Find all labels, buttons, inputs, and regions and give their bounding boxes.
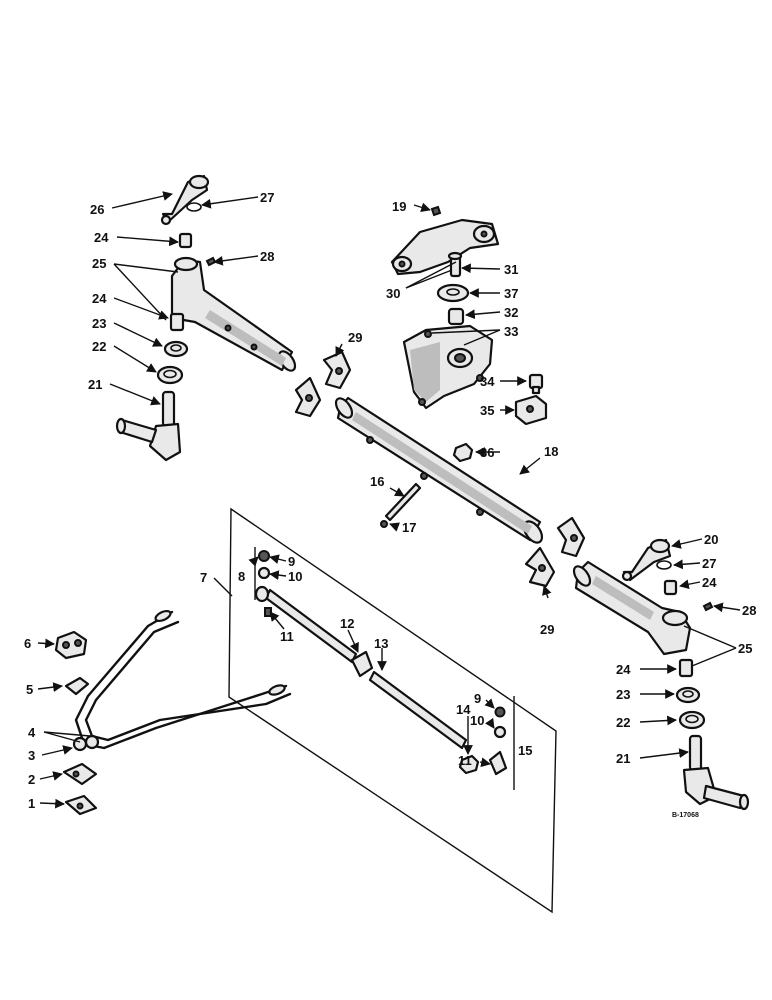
- clamp-12: [350, 650, 374, 678]
- clamp-block-35: [514, 394, 548, 426]
- callout-17: 17: [402, 520, 416, 535]
- callout-13: 13: [374, 636, 388, 651]
- callout-27-right: 27: [702, 556, 716, 571]
- left-steering-arm: [160, 174, 210, 226]
- callout-29-lower: 29: [540, 622, 554, 637]
- snap-ring-right: [656, 560, 672, 570]
- callout-11-right: 11: [458, 753, 472, 768]
- callout-20: 20: [704, 532, 718, 547]
- callout-31: 31: [504, 262, 518, 277]
- callout-labels: 26 27 24 28 25 24 23 22 21 29 19 31 30 3…: [24, 190, 756, 819]
- callout-34: 34: [480, 374, 495, 389]
- seal-left: [156, 365, 184, 385]
- callout-10-right: 10: [470, 713, 484, 728]
- right-steering-arm: [621, 538, 672, 582]
- callout-22-right: 22: [616, 715, 630, 730]
- callout-25-right: 25: [738, 641, 752, 656]
- axle-clamp-lower-left: [294, 376, 322, 418]
- bushing-upper-right: [663, 579, 678, 596]
- pin-16: [384, 482, 422, 522]
- callout-27-left: 27: [260, 190, 274, 205]
- snap-ring-left: [186, 202, 202, 212]
- center-bolster: [402, 324, 494, 410]
- washer-37: [436, 283, 470, 303]
- callout-29-upper: 29: [348, 330, 362, 345]
- bolt-34: [528, 373, 544, 395]
- seal-right: [678, 710, 706, 730]
- callout-7: 7: [200, 570, 207, 585]
- clamp-2: [62, 762, 98, 786]
- nut-36: [452, 442, 474, 463]
- callout-30: 30: [386, 286, 400, 301]
- callout-15: 15: [518, 743, 532, 758]
- left-axle-extension: [170, 256, 297, 372]
- bushing-lower-left: [169, 312, 185, 332]
- callout-25-left: 25: [92, 256, 106, 271]
- callout-10-left: 10: [288, 569, 302, 584]
- tie-rod-end-right: [458, 706, 508, 776]
- tie-rod-assembly-box: [228, 507, 557, 914]
- drawing-number: B-17068: [672, 812, 699, 819]
- callout-36: 36: [480, 445, 494, 460]
- thrust-washer-right: [675, 686, 701, 704]
- callout-18: 18: [544, 444, 558, 459]
- clamp-plate-6: [54, 630, 88, 660]
- main-axle-center: [334, 396, 544, 544]
- callout-28-left: 28: [260, 249, 274, 264]
- callout-14: 14: [456, 702, 471, 717]
- pivot-bracket: [390, 218, 500, 276]
- tie-rod-end-left: [254, 550, 272, 617]
- bushing-upper-left: [178, 232, 193, 249]
- thrust-washer-left: [163, 340, 189, 358]
- callout-24-lower-right: 24: [616, 662, 631, 677]
- callout-21-right: 21: [616, 751, 630, 766]
- callout-35: 35: [480, 403, 494, 418]
- axle-clamp-upper-left: [322, 350, 352, 390]
- callout-2: 2: [28, 772, 35, 787]
- callout-9-left: 9: [288, 554, 295, 569]
- callout-12: 12: [340, 616, 354, 631]
- callout-1: 1: [28, 796, 35, 811]
- left-spindle: [115, 390, 182, 462]
- callout-32: 32: [504, 305, 518, 320]
- callout-24-upper-left: 24: [94, 230, 109, 245]
- right-axle-extension: [572, 560, 692, 656]
- callout-21-left: 21: [88, 377, 102, 392]
- callout-9-right: 9: [474, 691, 481, 706]
- grease-fitting-right: [702, 601, 714, 612]
- axle-clamp-lower-right: [524, 546, 556, 588]
- clip-5: [64, 676, 90, 696]
- callout-16: 16: [370, 474, 384, 489]
- right-spindle: [682, 734, 750, 811]
- callout-24-upper-right: 24: [702, 575, 717, 590]
- bushing-32: [447, 307, 465, 326]
- drag-link-rod: [72, 609, 292, 752]
- bushing-lower-right: [678, 658, 694, 678]
- callout-11-left: 11: [280, 629, 294, 644]
- callout-8: 8: [238, 569, 245, 584]
- bolt-19: [430, 205, 442, 217]
- callout-6: 6: [24, 636, 31, 651]
- callout-23-left: 23: [92, 316, 106, 331]
- callout-5: 5: [26, 682, 33, 697]
- callout-33: 33: [504, 324, 518, 339]
- callout-24-lower-left: 24: [92, 291, 107, 306]
- callout-3: 3: [28, 748, 35, 763]
- axle-clamp-upper-right: [556, 516, 586, 558]
- callout-26: 26: [90, 202, 104, 217]
- callout-23-right: 23: [616, 687, 630, 702]
- bolt-17: [380, 520, 388, 528]
- grease-fitting-left: [205, 256, 217, 267]
- callout-28-right: 28: [742, 603, 756, 618]
- callout-4: 4: [28, 725, 36, 740]
- callout-19: 19: [392, 199, 406, 214]
- clamp-1: [64, 794, 98, 816]
- callout-37: 37: [504, 286, 518, 301]
- callout-22-left: 22: [92, 339, 106, 354]
- leader-lines: [37, 191, 741, 809]
